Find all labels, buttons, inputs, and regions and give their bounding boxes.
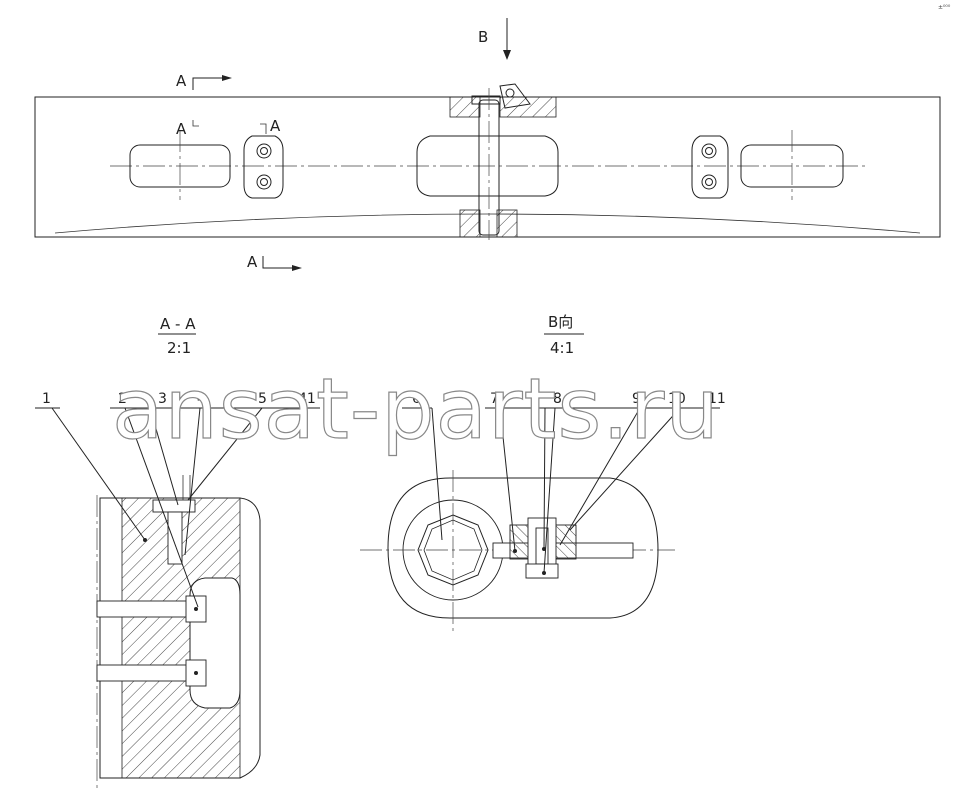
section-aa-title: A - A	[160, 315, 196, 333]
leader-4	[184, 407, 201, 556]
section-a-top-letter: A	[176, 72, 187, 90]
central-hub	[416, 135, 559, 197]
lock-tab	[499, 83, 531, 109]
right-bolt-top	[701, 143, 717, 159]
main-body-outline	[34, 96, 941, 238]
leader-8	[543, 407, 546, 550]
left-bolt-bottom	[256, 174, 272, 190]
callout-4: 4	[197, 391, 206, 407]
leader-1	[51, 407, 146, 541]
callout-3: 3	[158, 391, 167, 407]
callout-numbers: 1 2 3 4 5 41 6 7 8 9 10 11	[42, 391, 726, 407]
section-a-top-arrowhead	[222, 75, 232, 81]
hub-top-section-left	[449, 96, 481, 118]
callout-5: 5	[258, 391, 267, 407]
section-aa-lower-nut-dot	[194, 671, 198, 675]
section-a-top-arrow	[192, 77, 228, 90]
section-a-right-letter: A	[270, 117, 281, 135]
callout-41: 41	[298, 391, 316, 407]
section-aa-lower-bolt	[96, 664, 193, 682]
view-b-arrowhead	[503, 50, 511, 60]
view-b: B向 4:1	[360, 313, 675, 632]
left-bracket-plate	[243, 135, 284, 199]
leader-5	[187, 407, 263, 501]
section-a-bottom-letter: A	[247, 253, 258, 271]
leader-9	[559, 407, 641, 546]
watermark-text: ansat-parts.ru	[112, 360, 720, 458]
section-a-mid-letter: A	[176, 120, 187, 138]
left-bolt-top	[256, 143, 272, 159]
section-aa-upper-nut-dot	[194, 607, 198, 611]
callout-2: 2	[118, 391, 127, 407]
section-aa-upper-bolt	[96, 600, 193, 618]
leader-8b	[543, 407, 556, 574]
section-aa-scale: 2:1	[167, 339, 191, 357]
hub-bottom-section-left	[459, 209, 481, 238]
left-bolt-bottom-inner	[260, 178, 268, 186]
leader-3	[149, 407, 179, 506]
view-b-nut	[525, 563, 559, 579]
callout-1: 1	[42, 391, 51, 407]
view-b-title: B向	[548, 313, 573, 331]
callout-9: 9	[632, 391, 641, 407]
left-bolt-top-inner	[260, 147, 268, 155]
leader-6	[431, 407, 443, 541]
section-a-bottom-arrowhead	[292, 265, 302, 271]
leader-10	[569, 407, 681, 531]
callout-leaders	[35, 407, 720, 608]
section-aa-view: A - A 2:1	[96, 315, 261, 790]
callout-11: 11	[708, 391, 726, 407]
right-bolt-bottom-inner	[705, 178, 713, 186]
hub-pin-head	[471, 95, 501, 105]
leader-2	[124, 407, 199, 608]
callout-7: 7	[490, 391, 499, 407]
section-a-bottom-arrow	[262, 256, 298, 269]
right-bolt-bottom	[701, 174, 717, 190]
section-a-mid-mark	[192, 120, 199, 127]
leader-7	[499, 407, 516, 552]
section-aa-screw-shank	[167, 511, 183, 565]
section-a-right-mark	[260, 123, 267, 134]
hub-bottom-section-right	[496, 209, 518, 238]
lock-tab-bolt	[505, 88, 515, 98]
view-b-scale: 4:1	[550, 339, 574, 357]
right-bolt-top-inner	[705, 147, 713, 155]
hub-top-section-right	[499, 96, 557, 118]
corner-mark: ±⁰⁰⁰	[938, 4, 951, 11]
callout-6: 6	[412, 391, 421, 407]
callout-8: 8	[553, 391, 562, 407]
main-body-arc	[54, 213, 921, 234]
right-bracket-plate	[691, 135, 729, 199]
main-view: B A A A A	[34, 18, 941, 271]
view-b-letter: B	[478, 28, 488, 46]
callout-10: 10	[668, 391, 686, 407]
